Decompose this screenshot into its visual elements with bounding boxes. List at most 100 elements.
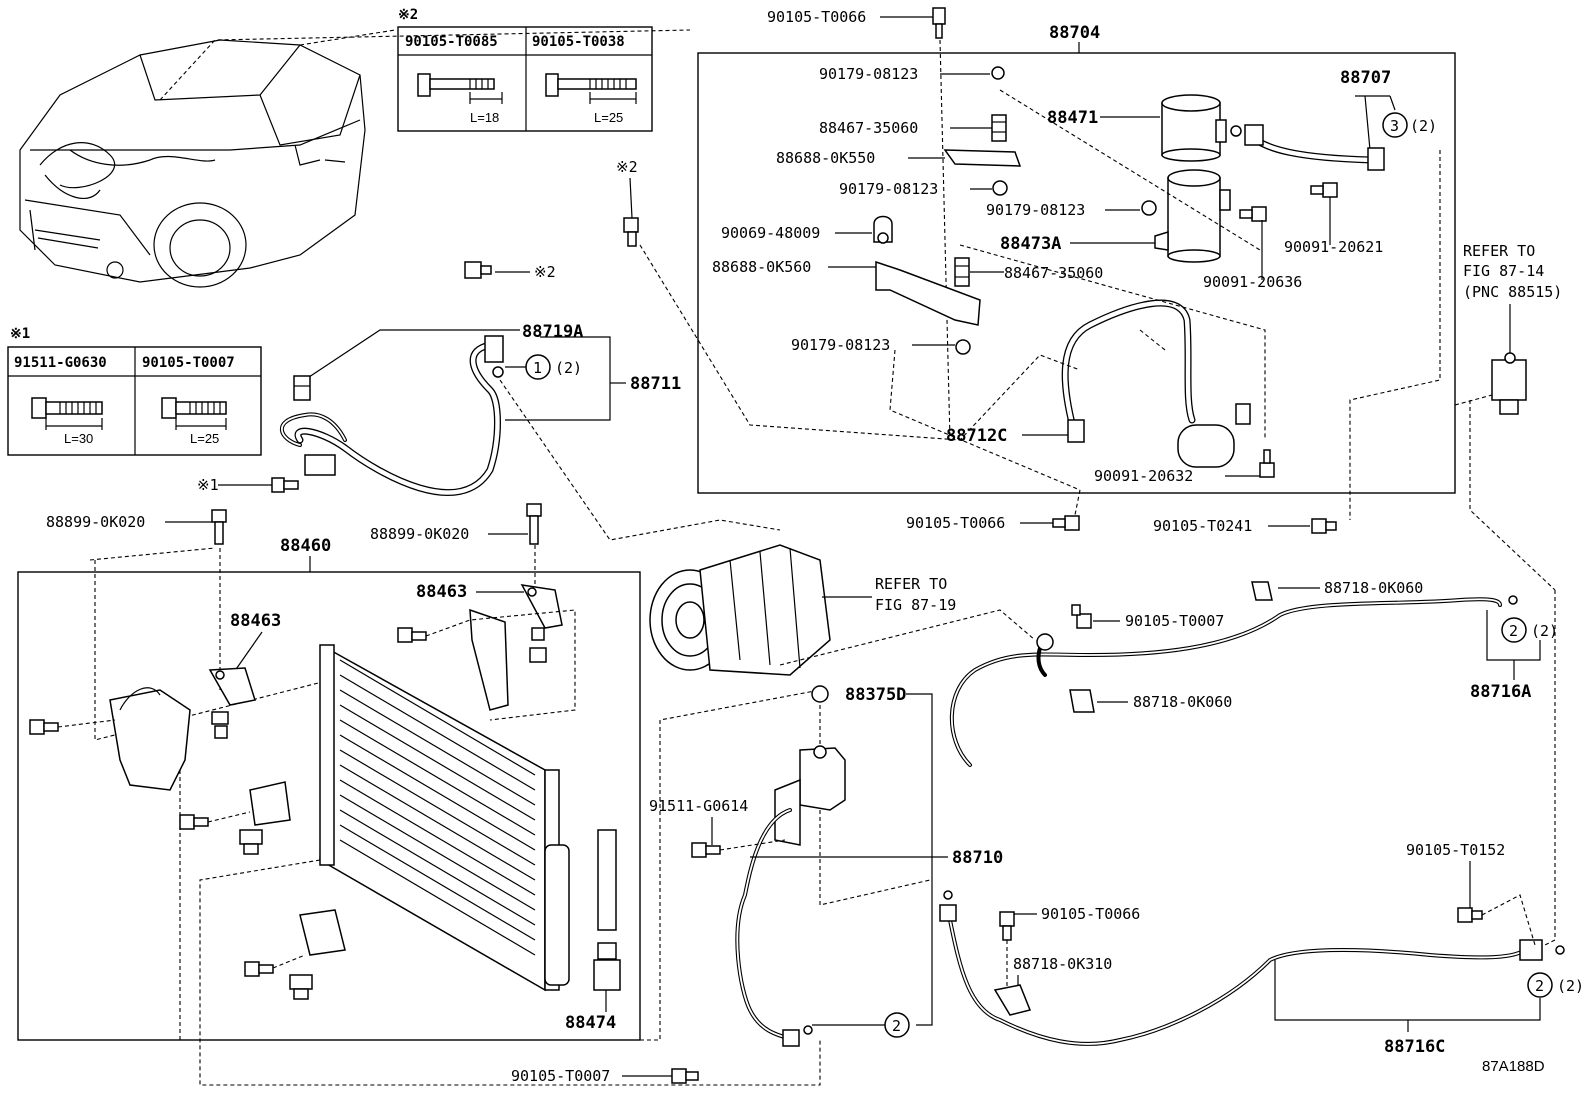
compressor-icon (649, 544, 831, 676)
label-88471[interactable]: 88471 (1047, 108, 1098, 128)
table1-col1: 91511-G0630 (14, 355, 107, 371)
clamp-icon (1069, 689, 1095, 713)
label-90105-T0007-a[interactable]: 90105-T0007 (1125, 612, 1224, 630)
fitting-icon (1036, 633, 1054, 651)
mark-x2-bolt: ※2 (534, 263, 556, 281)
table2-col2: 90105-T0038 (532, 34, 625, 50)
fitting-icon (304, 454, 336, 476)
receiver-tank-icon (544, 844, 570, 986)
label-88712C[interactable]: 88712C (946, 426, 1007, 446)
label-88711[interactable]: 88711 (630, 374, 681, 394)
fitting-icon (1067, 419, 1085, 443)
qty-3: (2) (1410, 117, 1437, 135)
bolt-icon (1457, 907, 1483, 923)
label-88718-0K060-a[interactable]: 88718-0K060 (1324, 579, 1423, 597)
label-88460[interactable]: 88460 (280, 536, 331, 556)
bolt-icon (29, 719, 59, 735)
mark-x2-top: ※2 (616, 158, 638, 176)
label-88899-0K020-b[interactable]: 88899-0K020 (370, 525, 469, 543)
label-90105-T0152[interactable]: 90105-T0152 (1406, 841, 1505, 859)
label-90091-20621[interactable]: 90091-20621 (1284, 238, 1383, 256)
service-valve-icon (774, 745, 846, 846)
label-88719A[interactable]: 88719A (522, 322, 583, 342)
fitting-icon (939, 904, 957, 922)
fitting-icon (484, 335, 504, 363)
table1-mark: ※1 (10, 326, 30, 342)
label-91511-G0614[interactable]: 91511-G0614 (649, 797, 748, 815)
o-ring-icon (803, 1025, 813, 1035)
label-88375D[interactable]: 88375D (845, 685, 906, 705)
label-90105-T0066-low[interactable]: 90105-T0066 (1041, 905, 1140, 923)
label-88474[interactable]: 88474 (565, 1013, 616, 1033)
valve-icon (991, 114, 1007, 142)
label-90105-T0066-mid[interactable]: 90105-T0066 (906, 514, 1005, 532)
muffler-icon (1177, 403, 1251, 468)
clamp-icon (873, 215, 893, 244)
label-88716C[interactable]: 88716C (1384, 1037, 1445, 1057)
bolt-icon (623, 217, 639, 247)
label-88473A[interactable]: 88473A (1000, 234, 1061, 254)
label-90091-20636[interactable]: 90091-20636 (1203, 273, 1302, 291)
bolt-icon (671, 1068, 699, 1084)
label-88463-b[interactable]: 88463 (416, 582, 467, 602)
label-88710[interactable]: 88710 (952, 848, 1003, 868)
label-90105-T0066-top[interactable]: 90105-T0066 (767, 8, 866, 26)
label-88704[interactable]: 88704 (1049, 23, 1100, 43)
bolt-icon (1052, 515, 1080, 531)
refer-1-line-1[interactable]: REFER TO (1463, 242, 1535, 260)
plug-icon (593, 942, 621, 991)
assembly-box-88704 (697, 52, 1456, 494)
nut-icon (991, 66, 1005, 80)
fitting-icon (1244, 124, 1264, 146)
label-90179-08123-b[interactable]: 90179-08123 (839, 180, 938, 198)
label-88688-0K550[interactable]: 88688-0K550 (776, 149, 875, 167)
bracket-icon (943, 149, 1022, 167)
nut-icon (955, 339, 971, 355)
label-88718-0K060-b[interactable]: 88718-0K060 (1133, 693, 1232, 711)
mark-x1-bolt: ※1 (197, 476, 219, 494)
bolt-icon (1259, 449, 1275, 478)
label-88467-35060-b[interactable]: 88467-35060 (1004, 264, 1103, 282)
bracket-icon (109, 689, 191, 791)
label-88718-0K310[interactable]: 88718-0K310 (1013, 955, 1112, 973)
label-88716A[interactable]: 88716A (1470, 682, 1531, 702)
bolt-icon (526, 503, 542, 545)
o-ring-icon (1508, 595, 1518, 605)
refer-1-line-2[interactable]: FIG 87-14 (1463, 262, 1544, 280)
label-90179-08123-d[interactable]: 90179-08123 (986, 201, 1085, 219)
clamp-icon (1251, 581, 1273, 601)
label-90069-48009[interactable]: 90069-48009 (721, 224, 820, 242)
nut-icon (1141, 200, 1157, 216)
label-90179-08123-a[interactable]: 90179-08123 (819, 65, 918, 83)
label-90091-20632[interactable]: 90091-20632 (1094, 467, 1193, 485)
label-88707[interactable]: 88707 (1340, 68, 1391, 88)
refer-2-line-2[interactable]: FIG 87-19 (875, 596, 956, 614)
figure-code: 87A188D (1482, 1058, 1545, 1075)
table1-len2: L=25 (190, 431, 219, 446)
table2-col1: 90105-T0085 (405, 34, 498, 50)
label-90105-T0241[interactable]: 90105-T0241 (1153, 517, 1252, 535)
qty-1: (2) (555, 359, 582, 377)
bolt-icon (999, 911, 1015, 941)
table2-len2: L=25 (594, 110, 623, 125)
bolt-table-2: ※2 90105-T0085 90105-T0038 L=18 L=25 (397, 7, 653, 132)
fitting-icon (1519, 939, 1543, 961)
circle-2b-number: 2 (892, 1017, 901, 1035)
bolt-icon (691, 842, 721, 858)
bolt-icon (31, 397, 103, 430)
valve-icon (954, 257, 970, 287)
bolt-icon (1071, 604, 1092, 629)
label-88899-0K020-a[interactable]: 88899-0K020 (46, 513, 145, 531)
label-88688-0K560[interactable]: 88688-0K560 (712, 258, 811, 276)
refer-1-line-3[interactable]: (PNC 88515) (1463, 283, 1562, 301)
label-88463-a[interactable]: 88463 (230, 611, 281, 631)
label-90179-08123-c[interactable]: 90179-08123 (791, 336, 890, 354)
bolt-icon (244, 961, 274, 977)
label-90105-T0007-b[interactable]: 90105-T0007 (511, 1067, 610, 1085)
table2-mark: ※2 (398, 7, 418, 23)
bracket-icon (299, 909, 346, 956)
clamp-icon (993, 984, 1032, 1016)
label-88467-35060-a[interactable]: 88467-35060 (819, 119, 918, 137)
refer-2-line-1[interactable]: REFER TO (875, 575, 947, 593)
